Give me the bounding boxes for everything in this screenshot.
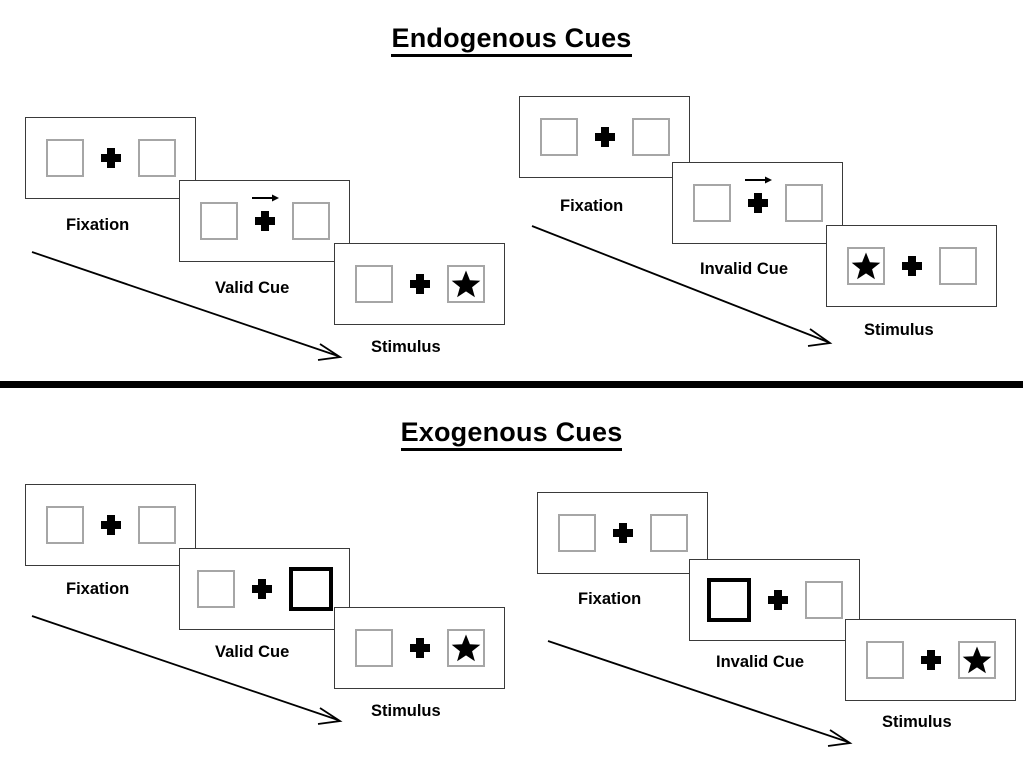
star-icon: [451, 269, 481, 299]
panel-exogenous-invalid-cue[interactable]: [689, 559, 860, 641]
left-box-empty: [354, 265, 393, 303]
right-box-empty: [137, 506, 176, 544]
panel-exogenous-invalid-stimulus[interactable]: [845, 619, 1016, 701]
fixation-cross-icon: [409, 637, 431, 659]
right-box-star: [446, 629, 485, 667]
stage-label-valid-cue: Valid Cue: [215, 643, 290, 661]
stage-label-fixation: Fixation: [66, 580, 130, 598]
section-title-exogenous-text: Exogenous Cues: [400, 417, 623, 451]
panel-endogenous-valid-fixation[interactable]: [25, 117, 196, 199]
left-box-star: [846, 247, 885, 285]
panel-content: [557, 514, 688, 552]
right-box-empty: [137, 139, 176, 177]
fixation-cross-icon: [920, 649, 942, 671]
stage-label-stimulus: Stimulus: [371, 702, 441, 720]
star-icon: [962, 645, 992, 675]
time-progression-arrow-icon: [546, 637, 866, 755]
right-box-star: [446, 265, 485, 303]
right-box-empty: [291, 202, 330, 240]
left-box-empty: [354, 629, 393, 667]
left-box-empty: [45, 139, 84, 177]
left-box-empty: [45, 506, 84, 544]
fixation-cross-icon: [612, 522, 634, 544]
left-box-empty: [196, 570, 235, 608]
left-box-empty: [539, 118, 578, 156]
panel-exogenous-valid-cue[interactable]: [179, 548, 350, 630]
panel-endogenous-invalid-stimulus[interactable]: [826, 225, 997, 307]
panel-endogenous-valid-cue[interactable]: [179, 180, 350, 262]
panel-exogenous-invalid-fixation[interactable]: [537, 492, 708, 574]
panel-content: [846, 247, 977, 285]
fixation-cross-icon: [594, 126, 616, 148]
right-box-star: [957, 641, 996, 679]
panel-exogenous-valid-fixation[interactable]: [25, 484, 196, 566]
left-box-empty: [865, 641, 904, 679]
panel-endogenous-invalid-cue[interactable]: [672, 162, 843, 244]
stage-label-invalid-cue: Invalid Cue: [716, 653, 805, 671]
left-box-highlighted-cue: [706, 578, 751, 622]
fixation-cross-icon: [100, 514, 122, 536]
stage-label-valid-cue: Valid Cue: [215, 279, 290, 297]
fixation-cross-icon: [100, 147, 122, 169]
fixation-cross-icon: [251, 578, 273, 600]
section-title-endogenous: Endogenous Cues: [0, 23, 1023, 57]
star-icon: [451, 633, 481, 663]
fixation-cross-icon: [901, 255, 923, 277]
stage-label-fixation: Fixation: [578, 590, 642, 608]
fixation-cross-icon: [251, 194, 279, 232]
section-title-exogenous: Exogenous Cues: [0, 417, 1023, 451]
star-icon: [851, 251, 881, 281]
fixation-cross-icon: [744, 176, 772, 214]
panel-content: [706, 578, 843, 622]
right-box-empty: [938, 247, 977, 285]
right-box-empty: [784, 184, 823, 222]
right-box-highlighted-cue: [288, 567, 333, 611]
right-box-empty: [649, 514, 688, 552]
panel-content: [865, 641, 996, 679]
section-title-endogenous-text: Endogenous Cues: [391, 23, 632, 57]
arrow-right-icon: [251, 193, 280, 203]
panel-exogenous-valid-stimulus[interactable]: [334, 607, 505, 689]
stage-label-fixation: Fixation: [560, 197, 624, 215]
fixation-cross-icon: [767, 589, 789, 611]
panel-content: [354, 265, 485, 303]
panel-endogenous-valid-stimulus[interactable]: [334, 243, 505, 325]
panel-content: [45, 139, 176, 177]
fixation-cross-icon: [409, 273, 431, 295]
section-divider: [0, 381, 1023, 388]
arrow-right-icon: [744, 175, 773, 185]
left-box-empty: [692, 184, 731, 222]
panel-content: [199, 194, 330, 240]
stage-label-invalid-cue: Invalid Cue: [700, 260, 789, 278]
panel-content: [692, 176, 823, 222]
left-box-empty: [199, 202, 238, 240]
panel-content: [196, 567, 333, 611]
right-box-empty: [804, 581, 843, 619]
time-progression-arrow-icon: [30, 248, 350, 366]
stage-label-fixation: Fixation: [66, 216, 130, 234]
stage-label-stimulus: Stimulus: [371, 338, 441, 356]
stage-label-stimulus: Stimulus: [882, 713, 952, 731]
left-box-empty: [557, 514, 596, 552]
right-box-empty: [631, 118, 670, 156]
panel-endogenous-invalid-fixation[interactable]: [519, 96, 690, 178]
panel-content: [45, 506, 176, 544]
stage-label-stimulus: Stimulus: [864, 321, 934, 339]
panel-content: [539, 118, 670, 156]
panel-content: [354, 629, 485, 667]
